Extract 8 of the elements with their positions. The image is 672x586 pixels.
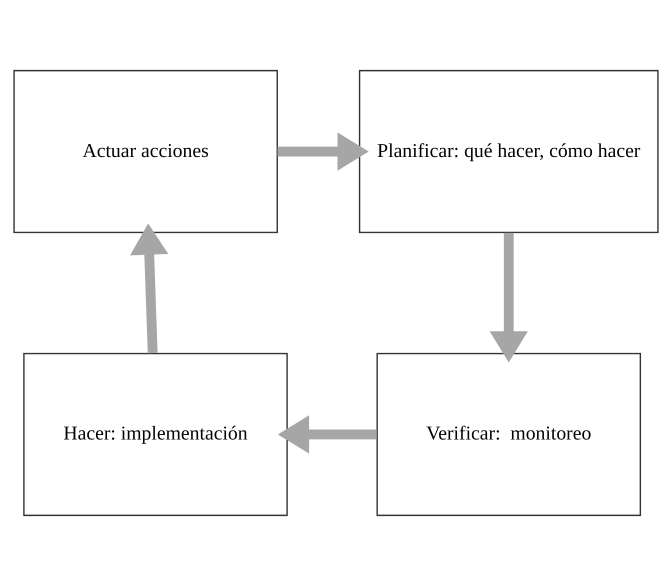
node-box: Actuar acciones [13,70,278,234]
node-box: Hacer: implementación [23,352,288,516]
node-box: Planificar: qué hacer, cómo hacer [358,70,659,234]
arrow [278,415,377,454]
node-box: Verificar: monitoreo [376,352,642,516]
arrow [130,223,168,354]
arrow [490,232,528,362]
arrow [278,132,369,171]
